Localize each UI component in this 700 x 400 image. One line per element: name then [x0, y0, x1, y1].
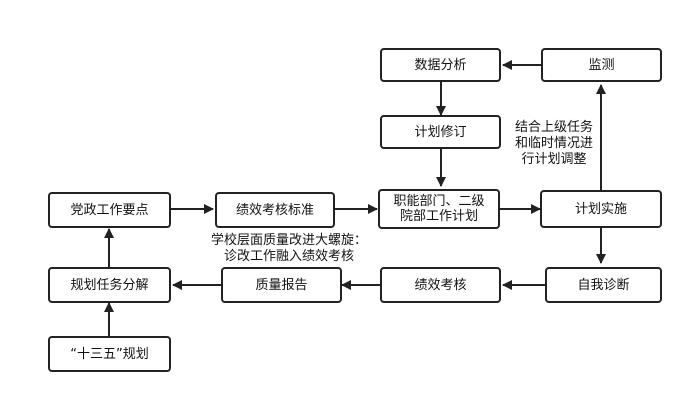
node-plan-implementation: 计划实施 [540, 190, 662, 228]
node-plan-revision: 计划修订 [380, 115, 501, 149]
node-five-year-plan: “十三五”规划 [48, 336, 171, 372]
node-self-diagnosis: 自我诊断 [545, 267, 662, 303]
node-performance-standard: 绩效考核标准 [215, 192, 335, 228]
node-dept-work-plan: 职能部门、二级 院部工作计划 [378, 189, 500, 229]
annotation-plan-adjustment: 结合上级任务 和临时情况进 行计划调整 [514, 120, 593, 167]
node-plan-task-decompose: 规划任务分解 [48, 267, 171, 303]
node-quality-report: 质量报告 [221, 267, 342, 303]
node-performance-assessment: 绩效考核 [380, 267, 501, 303]
node-data-analysis: 数据分析 [380, 48, 501, 82]
annotation-quality-spiral: 学校层面质量改进大螺旋： 诊改工作融入绩效考核 [210, 233, 367, 264]
node-monitoring: 监测 [541, 48, 662, 82]
node-party-gov-points: 党政工作要点 [48, 192, 171, 228]
